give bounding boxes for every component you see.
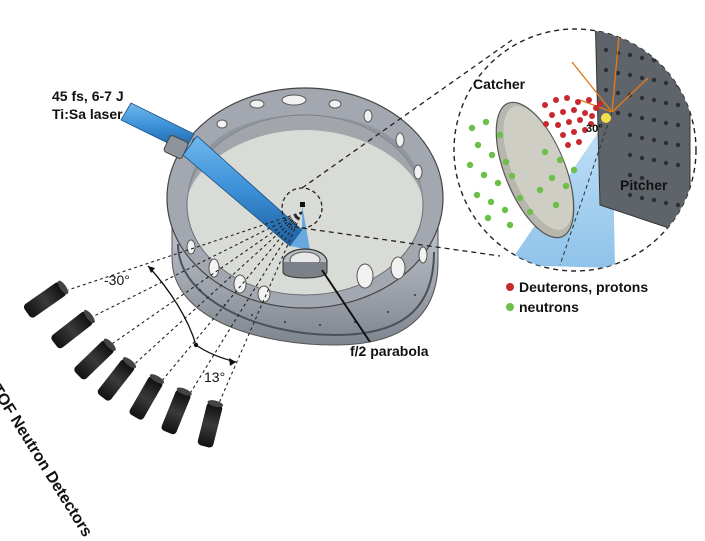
deuteron-dot	[582, 110, 588, 116]
neutron-dot	[473, 191, 481, 199]
target-foil	[300, 202, 305, 207]
tof-detector	[197, 400, 224, 448]
neutron-dot	[466, 161, 474, 169]
deuteron-dot	[586, 97, 592, 103]
inset-angle-label: 30°	[586, 123, 603, 135]
neutron-particles	[466, 118, 578, 229]
neutron-dot	[506, 221, 514, 229]
experimental-setup-diagram	[23, 28, 697, 448]
arc-center-marker	[193, 342, 199, 348]
neutron-dot	[570, 166, 578, 174]
pitcher-plate	[594, 29, 691, 236]
neutron-dot	[508, 172, 516, 180]
neutron-dot	[468, 124, 476, 132]
neutron-dot	[496, 131, 504, 139]
deuteron-dot	[576, 139, 582, 145]
tof-detector	[129, 374, 165, 420]
deuteron-dot	[560, 132, 566, 138]
inset-connector-top	[301, 39, 513, 189]
neutron-dot	[556, 156, 564, 164]
parabola-mirror	[282, 248, 328, 279]
neutron-dot	[548, 174, 556, 182]
arc-arrowhead-left	[148, 266, 155, 273]
deuteron-dot	[575, 99, 581, 105]
angle-arc-minus30	[147, 265, 197, 346]
parabola-label: f/2 parabola	[350, 343, 429, 359]
deuteron-dot	[588, 121, 594, 127]
angle-minus30-label: -30°	[104, 272, 130, 288]
deuteron-dot	[555, 122, 561, 128]
laser-label-line1: 45 fs, 6-7 J	[52, 88, 124, 104]
deuteron-dot	[542, 102, 548, 108]
legend-neutron-marker	[506, 303, 514, 311]
pitcher-label: Pitcher	[620, 177, 668, 193]
parabola-pointer	[321, 269, 371, 343]
catcher-label: Catcher	[473, 76, 526, 92]
inset-connector-bottom	[301, 227, 501, 257]
detector-sight-lines	[67, 211, 303, 411]
neutron-dot	[541, 148, 549, 156]
neutron-dot	[516, 194, 524, 202]
zoom-inset	[453, 28, 697, 272]
neutron-dot	[552, 201, 560, 209]
tof-detector	[97, 357, 137, 401]
neutron-dot	[501, 206, 509, 214]
tof-detector	[74, 338, 116, 380]
deuteron-dot	[597, 101, 603, 107]
deuteron-dot	[571, 107, 577, 113]
legend-neutrons-label: neutrons	[519, 299, 579, 315]
arc-arrowhead-right	[229, 358, 236, 366]
vacuum-chamber	[166, 87, 444, 346]
deuteron-dot	[560, 109, 566, 115]
neutron-dot	[526, 208, 534, 216]
neutron-dot	[562, 182, 570, 190]
deuteron-particles	[542, 95, 603, 148]
angle-13-label: 13°	[204, 369, 226, 385]
deuteron-dot	[565, 142, 571, 148]
laser-label-line2: Ti:Sa laser	[52, 106, 123, 122]
neutron-dot	[494, 179, 502, 187]
deuteron-dot	[577, 117, 583, 123]
reflected-beams	[571, 29, 649, 113]
deuteron-dot	[543, 121, 549, 127]
neutron-dot	[484, 214, 492, 222]
deuteron-dot	[566, 119, 572, 125]
tof-detector	[161, 387, 192, 435]
deuteron-dot	[589, 113, 595, 119]
tof-detector	[51, 309, 95, 349]
neutron-dot	[482, 118, 490, 126]
deuteron-dot	[593, 105, 599, 111]
deuteron-dot	[553, 97, 559, 103]
legend-deuterons-label: Deuterons, protons	[519, 279, 649, 295]
neutron-dot	[536, 186, 544, 194]
neutron-dot	[480, 171, 488, 179]
laser-beam	[120, 102, 310, 250]
neutron-dot	[502, 158, 510, 166]
deuteron-dot	[582, 127, 588, 133]
focal-spot	[601, 113, 611, 123]
neutron-dot	[487, 198, 495, 206]
neutron-dot	[474, 141, 482, 149]
neutron-dot	[488, 151, 496, 159]
tof-detectors	[23, 280, 224, 448]
legend-deuteron-marker	[506, 283, 514, 291]
tof-detector	[23, 280, 69, 318]
deuteron-dot	[549, 112, 555, 118]
deuteron-dot	[571, 129, 577, 135]
beam-axis	[559, 111, 613, 266]
deuteron-dot	[564, 95, 570, 101]
